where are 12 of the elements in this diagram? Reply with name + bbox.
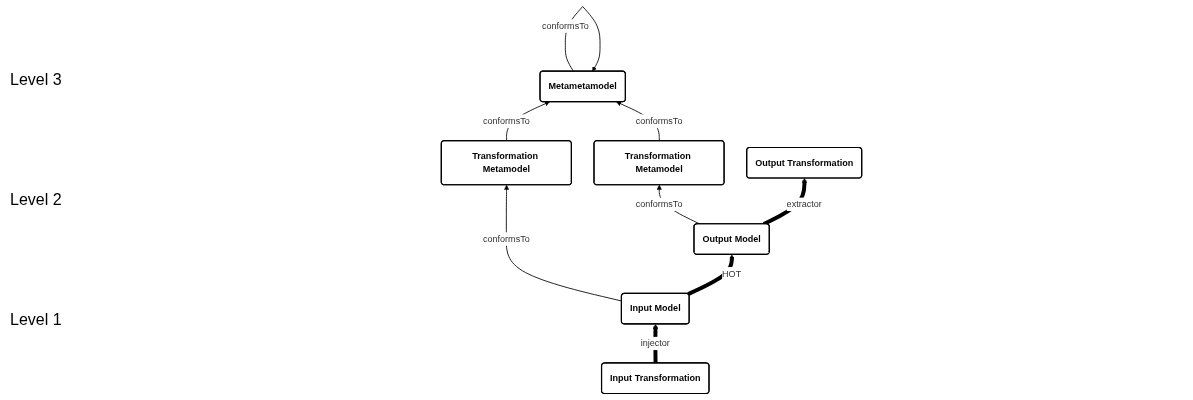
edge-label: conformsTo bbox=[482, 233, 530, 244]
arrow bbox=[687, 254, 735, 296]
edge-label: conformsTo bbox=[635, 116, 683, 126]
level-label: Level 2 bbox=[9, 191, 63, 209]
edge-label: conformsTo bbox=[541, 20, 589, 31]
edge-label: HOT bbox=[722, 268, 742, 279]
level-label: Level 3 bbox=[9, 71, 63, 89]
level-label: Level 1 bbox=[9, 311, 63, 329]
edge-label: conformsTo bbox=[635, 199, 683, 209]
edge-label: injector bbox=[640, 338, 670, 348]
edge-label: extractor bbox=[786, 199, 822, 209]
edge-label: conformsTo bbox=[482, 116, 530, 126]
